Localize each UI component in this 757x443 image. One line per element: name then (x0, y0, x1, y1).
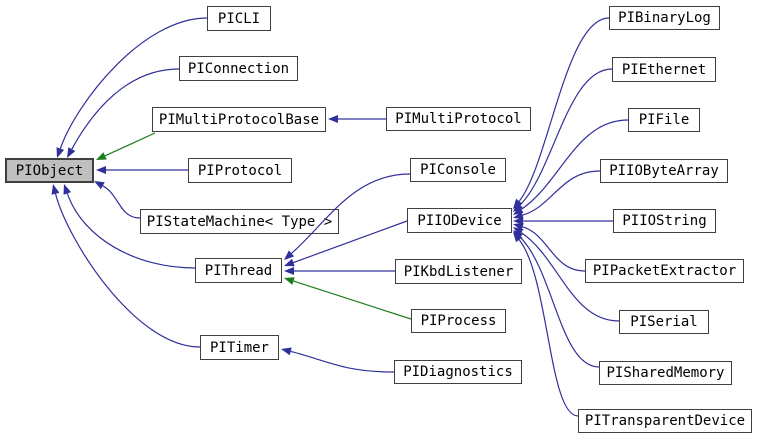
node-piethernet[interactable]: PIEthernet (612, 57, 716, 82)
node-piiobytearray[interactable]: PIIOByteArray (600, 159, 728, 183)
node-piprocess[interactable]: PIProcess (411, 309, 506, 333)
node-piobject: PIObject (5, 158, 94, 183)
node-picli[interactable]: PICLI (207, 6, 271, 31)
node-pipacketextractor[interactable]: PIPacketExtractor (585, 259, 744, 283)
node-pifile[interactable]: PIFile (628, 108, 700, 132)
node-piconsole[interactable]: PIConsole (410, 158, 506, 182)
node-pithread[interactable]: PIThread (195, 258, 282, 283)
node-piserial[interactable]: PISerial (619, 310, 709, 334)
node-pibinarylog[interactable]: PIBinaryLog (609, 6, 720, 30)
node-piprotocol[interactable]: PIProtocol (188, 158, 292, 183)
node-pidiagnostics[interactable]: PIDiagnostics (394, 360, 522, 384)
node-pisharedmemory[interactable]: PISharedMemory (599, 361, 732, 385)
node-pikbdlistener[interactable]: PIKbdListener (395, 259, 522, 284)
node-pitimer[interactable]: PITimer (200, 335, 279, 360)
node-piiodevice[interactable]: PIIODevice (407, 208, 512, 233)
node-pistatemachine[interactable]: PIStateMachine< Type > (140, 209, 339, 234)
node-pitransparentdevice[interactable]: PITransparentDevice (578, 409, 752, 433)
node-piiostring[interactable]: PIIOString (613, 209, 716, 233)
node-piconnection[interactable]: PIConnection (179, 56, 298, 81)
node-pimultiprotocolbase[interactable]: PIMultiProtocolBase (152, 107, 326, 132)
node-pimultiprotocol[interactable]: PIMultiProtocol (386, 107, 531, 131)
